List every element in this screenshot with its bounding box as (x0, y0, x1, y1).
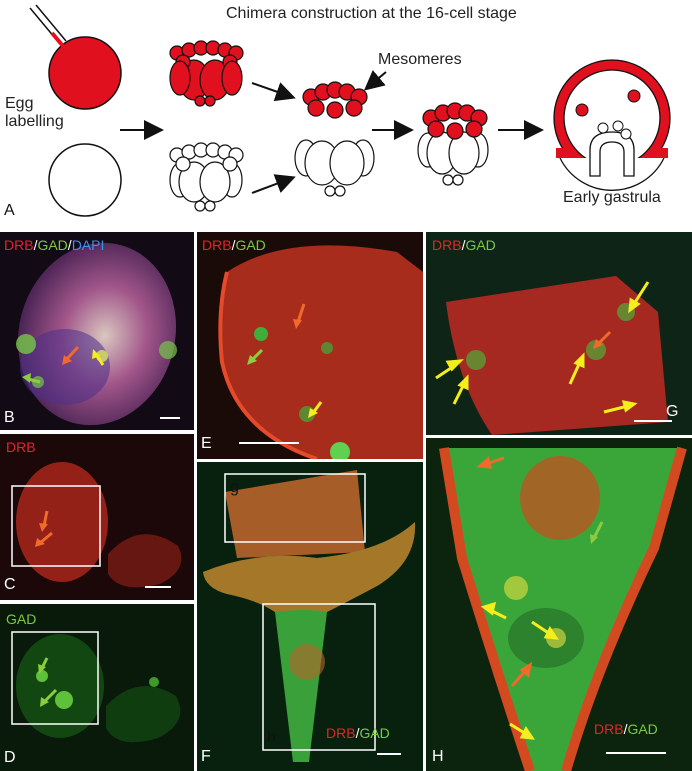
panel-label-g-inset: g (230, 479, 239, 496)
panel-b-micrograph (0, 232, 194, 430)
panel-label-g: G (666, 403, 679, 420)
panel-g-scale-bar (634, 420, 672, 422)
panel-label-c: C (4, 576, 16, 593)
panel-f-stain-legend: DRB/GAD (326, 725, 390, 741)
panel-h-stain-legend: DRB/GAD (594, 721, 658, 737)
panel-f-inset-g (224, 473, 366, 543)
panel-b-arrows (22, 345, 105, 384)
chimera-embryo (417, 102, 489, 186)
figure-title: Chimera construction at the 16-cell stag… (226, 5, 517, 22)
panel-f-micrograph (197, 462, 423, 771)
red-16-cell-embryo (169, 40, 244, 107)
early-gastrula-label: Early gastrula (563, 189, 661, 206)
panel-label-d: D (4, 749, 16, 766)
panel-label-h-inset: h (267, 729, 276, 746)
panel-label-f: F (201, 748, 211, 765)
panel-c-micrograph (0, 434, 194, 600)
panel-h-micrograph (426, 438, 692, 771)
white-vegetal-half (294, 139, 375, 197)
panel-e-micrograph (197, 232, 423, 459)
panel-f-inset-h (262, 603, 376, 751)
panel-label-a: A (4, 202, 15, 219)
panel-c-scale-bar (145, 586, 171, 588)
panel-e-stain-legend: DRB/GAD (202, 237, 266, 253)
panel-c-inset-box (11, 485, 101, 567)
labelled-egg (29, 4, 122, 110)
panel-h-scale-bar (606, 752, 666, 754)
chimera-schematic (29, 4, 674, 217)
panel-e-scale-bar (239, 442, 299, 444)
panel-c-stain-label: DRB (6, 439, 36, 455)
panel-b-scale-bar (160, 417, 180, 419)
panel-label-e: E (201, 435, 212, 452)
mesomeres-label: Mesomeres (378, 51, 462, 68)
panel-d-inset-box (11, 631, 99, 725)
unlabelled-egg (48, 143, 122, 217)
red-mesomeres (302, 81, 368, 119)
panel-label-b: B (4, 409, 15, 426)
panel-g-micrograph (426, 232, 692, 435)
panel-b-stain-legend: DRB/GAD/DAPI (4, 237, 105, 253)
panel-f-scale-bar (377, 753, 401, 755)
panel-g-stain-legend: DRB/GAD (432, 237, 496, 253)
egg-labelling-label: Egg labelling (5, 95, 64, 131)
early-gastrula-diagram (550, 59, 674, 191)
white-16-cell-embryo (169, 142, 244, 212)
panel-label-h: H (432, 748, 444, 765)
panel-d-micrograph (0, 604, 194, 771)
panel-d-stain-label: GAD (6, 611, 37, 627)
